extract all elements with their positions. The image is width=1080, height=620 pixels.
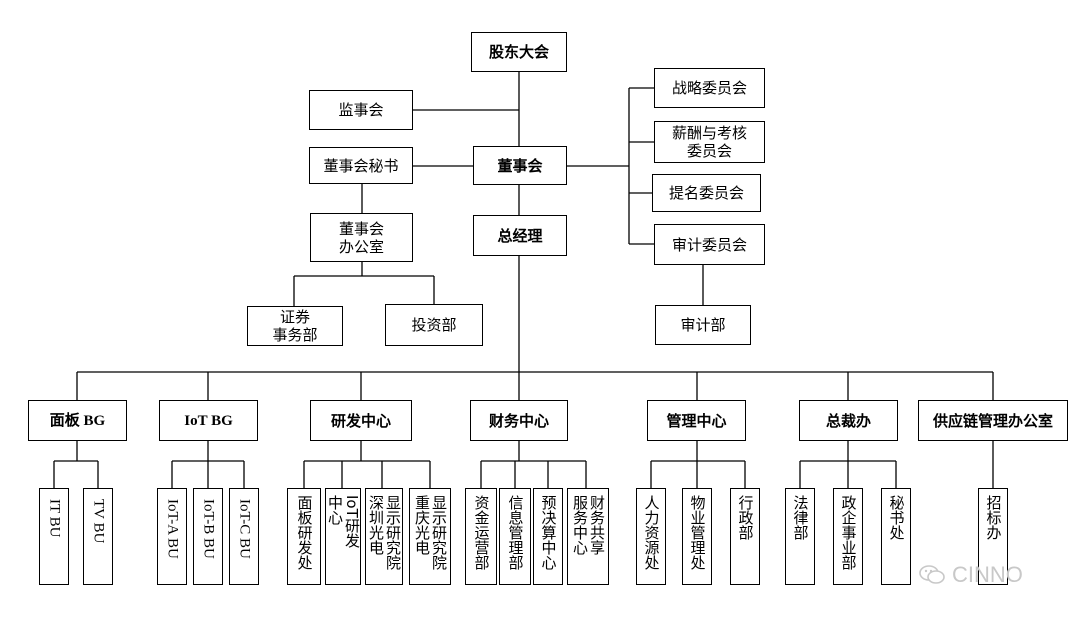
board-office-box: 董事会 办公室: [310, 213, 413, 262]
finance-center-box: 财务中心: [470, 400, 568, 441]
shareholders-meeting-box: 股东大会: [471, 32, 567, 72]
iot-c-bu-box: IoT-C BU: [229, 488, 259, 585]
iot-rd-center-box: IoT研发 中心: [325, 488, 361, 585]
board-secretary-box: 董事会秘书: [309, 147, 413, 184]
info-mgmt-box: 信息管理部: [499, 488, 531, 585]
legal-dept-box: 法律部: [785, 488, 815, 585]
audit-dept-box: 审计部: [655, 305, 751, 345]
panel-rd-box: 面板研发处: [287, 488, 321, 585]
iot-bg-box: IoT BG: [159, 400, 258, 441]
panel-bg-box: 面板 BG: [28, 400, 127, 441]
compensation-committee-box: 薪酬与考核 委员会: [654, 121, 765, 163]
supervisory-board-box: 监事会: [309, 90, 413, 130]
audit-committee-box: 审计委员会: [654, 224, 765, 265]
strategy-committee-box: 战略委员会: [654, 68, 765, 108]
sz-display-institute-box: 显示研究院 深圳光电: [365, 488, 403, 585]
budget-center-box: 预决算中心: [533, 488, 563, 585]
tv-bu-box: TV BU: [83, 488, 113, 585]
general-manager-box: 总经理: [473, 215, 567, 256]
rd-center-box: 研发中心: [310, 400, 412, 441]
hr-dept-box: 人力资源处: [636, 488, 666, 585]
it-bu-box: IT BU: [39, 488, 69, 585]
watermark: CINNO: [918, 560, 1058, 590]
property-mgmt-box: 物业管理处: [682, 488, 712, 585]
president-office-box: 总裁办: [799, 400, 898, 441]
board-of-directors-box: 董事会: [473, 146, 567, 185]
iot-b-bu-box: IoT-B BU: [193, 488, 223, 585]
cq-display-institute-box: 显示研究院 重庆光电: [409, 488, 451, 585]
watermark-text: CINNO: [952, 562, 1023, 587]
supply-chain-office-box: 供应链管理办公室: [918, 400, 1068, 441]
iot-a-bu-box: IoT-A BU: [157, 488, 187, 585]
bidding-office-box: 招标办: [978, 488, 1008, 585]
capital-ops-box: 资金运营部: [465, 488, 497, 585]
securities-affairs-box: 证券 事务部: [247, 306, 343, 346]
secretariat-box: 秘书处: [881, 488, 911, 585]
gov-enterprise-box: 政企事业部: [833, 488, 863, 585]
admin-dept-box: 行政部: [730, 488, 760, 585]
investment-dept-box: 投资部: [385, 304, 483, 346]
finance-shared-box: 财务共享 服务中心: [567, 488, 609, 585]
management-center-box: 管理中心: [647, 400, 746, 441]
wechat-icon: [919, 565, 945, 584]
nomination-committee-box: 提名委员会: [652, 174, 761, 212]
